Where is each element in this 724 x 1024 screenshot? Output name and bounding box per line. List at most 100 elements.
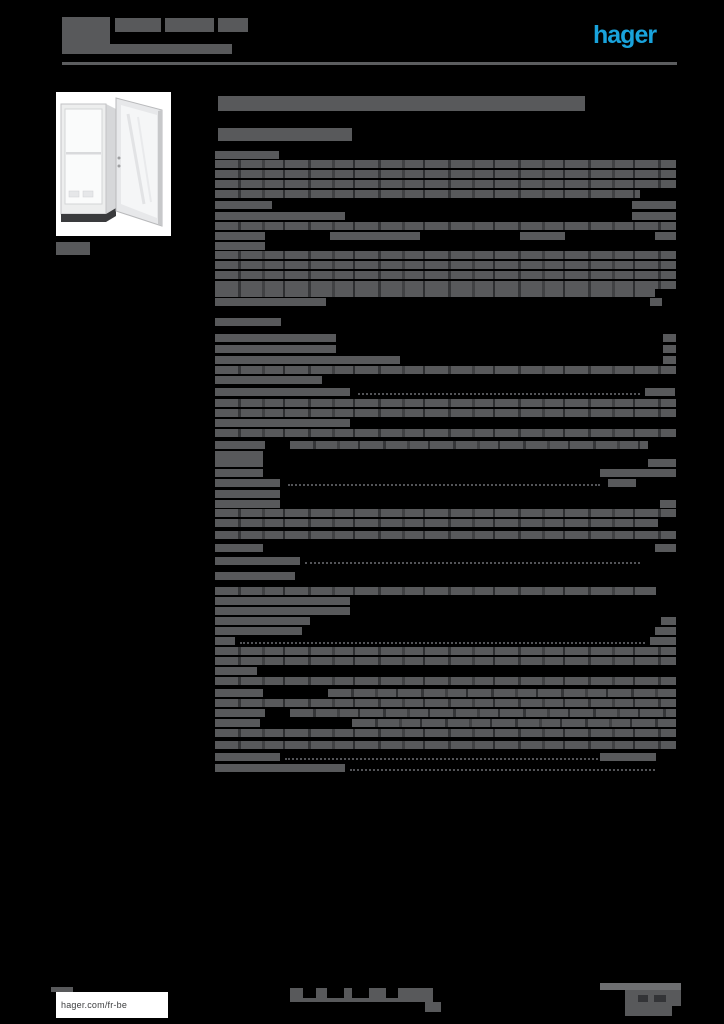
spec-row [215, 677, 676, 685]
spec-row [215, 232, 265, 240]
spec-row [215, 281, 676, 289]
spec-row [215, 356, 400, 364]
spec-row [215, 709, 265, 717]
spec-row [215, 741, 676, 749]
spec-row [215, 479, 280, 487]
leader-dots [305, 562, 640, 564]
spec-row [328, 689, 676, 697]
leader-dots [288, 484, 600, 486]
spec-row [215, 531, 676, 539]
section-subtitle-redacted [218, 128, 352, 141]
leader-dots [358, 393, 640, 395]
leader-dots [240, 642, 645, 644]
spec-row [645, 388, 675, 396]
spec-row [215, 764, 345, 772]
spec-row [215, 429, 676, 437]
spec-row [215, 557, 300, 565]
spec-row [215, 170, 676, 178]
spec-row [650, 637, 676, 645]
spec-row [661, 617, 676, 625]
footer-icon-gap [352, 988, 369, 998]
website-link[interactable]: hager.com/fr-be [61, 1000, 128, 1010]
spec-row [648, 459, 676, 467]
spec-row [215, 647, 676, 655]
spec-row [600, 469, 676, 477]
spec-row [215, 729, 676, 737]
footer-icon-gap [386, 988, 398, 998]
spec-row [215, 637, 235, 645]
spec-row [215, 151, 279, 159]
leader-dots [285, 758, 598, 760]
spec-row [215, 490, 280, 498]
header-text-bar [218, 18, 248, 32]
spec-row [215, 719, 260, 727]
website-link-box: hager.com/fr-be [56, 992, 168, 1018]
page-title-redacted [218, 96, 585, 111]
spec-row [215, 334, 336, 342]
spec-row [215, 190, 640, 198]
spec-row [215, 519, 658, 527]
spec-row [215, 753, 280, 761]
spec-row [215, 441, 265, 449]
spec-row [215, 388, 350, 396]
spec-row [215, 201, 272, 209]
spec-row [215, 689, 263, 697]
hager-logo: hager [593, 21, 657, 49]
spec-row [215, 298, 326, 306]
spec-row [215, 667, 257, 675]
footer-bar [51, 987, 73, 992]
spec-row [215, 366, 676, 374]
spec-row [650, 298, 662, 306]
spec-row [215, 212, 345, 220]
spec-row [215, 251, 676, 259]
footer-mark [654, 995, 666, 1002]
spec-row [215, 459, 263, 467]
spec-row [663, 334, 676, 342]
header-text-bar [165, 18, 214, 32]
footer-bar [425, 1002, 441, 1012]
spec-row [600, 753, 656, 761]
spec-row [215, 509, 676, 517]
product-image [56, 92, 171, 236]
spec-row [215, 318, 281, 326]
spec-row [215, 160, 676, 168]
leader-dots [350, 769, 655, 771]
spec-row [290, 709, 676, 717]
spec-row [215, 572, 295, 580]
spec-row [215, 544, 263, 552]
spec-row [215, 409, 676, 417]
spec-row [215, 627, 302, 635]
footer-bar [625, 990, 681, 1006]
spec-row [215, 597, 350, 605]
spec-row [290, 441, 648, 449]
header-text-bar [115, 18, 161, 32]
spec-row [520, 232, 565, 240]
spec-row [215, 289, 655, 297]
spec-row [215, 419, 350, 427]
spec-row [655, 232, 676, 240]
spec-row [215, 261, 676, 269]
spec-row [215, 469, 263, 477]
footer-mark [638, 995, 648, 1002]
header-text-bar [62, 17, 110, 44]
spec-row [215, 699, 676, 707]
spec-row [215, 451, 263, 459]
product-reference-redacted [56, 242, 90, 255]
spec-row [215, 500, 280, 508]
spec-row [663, 356, 676, 364]
spec-row [215, 607, 350, 615]
spec-row [215, 222, 676, 230]
footer-icon-gap [303, 988, 316, 998]
spec-row [655, 544, 676, 552]
spec-row [215, 587, 656, 595]
spec-row [660, 500, 676, 508]
spec-row [215, 345, 336, 353]
spec-row [330, 232, 420, 240]
spec-row [215, 399, 676, 407]
spec-row [632, 212, 676, 220]
footer-icon-gap [327, 988, 344, 998]
spec-row [215, 376, 322, 384]
spec-row [352, 719, 676, 727]
spec-row [215, 271, 676, 279]
